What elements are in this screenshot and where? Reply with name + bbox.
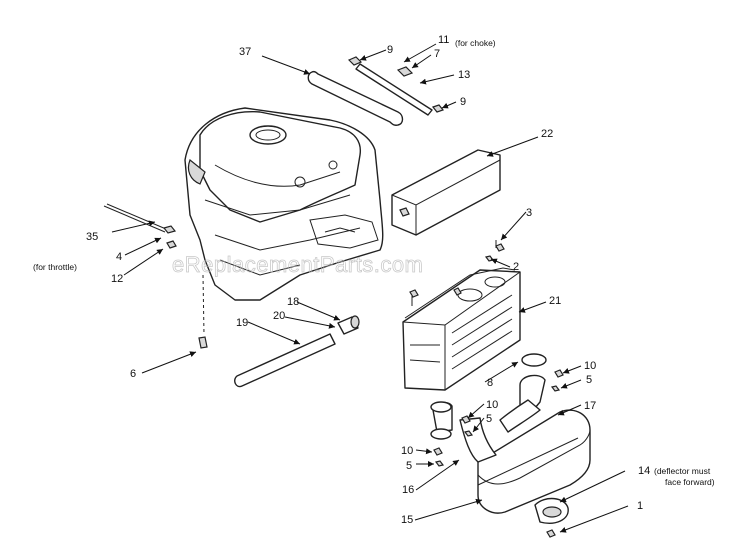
callout-5-middle: 5 — [486, 413, 492, 425]
callout-10-right: 10 — [584, 360, 596, 372]
callout-7: 7 — [434, 48, 440, 60]
callout-15: 15 — [401, 514, 413, 526]
callout-35: 35 — [86, 231, 98, 243]
callout-labels: 37 9 11 (for choke) 7 13 9 22 3 2 21 35 … — [33, 34, 715, 526]
callout-11: 11 — [438, 34, 449, 46]
callout-17: 17 — [584, 400, 596, 412]
leader-lines — [111, 43, 629, 533]
callout-20: 20 — [273, 310, 285, 322]
callout-11-note: (for choke) — [455, 38, 496, 48]
callout-22: 22 — [541, 128, 553, 140]
callout-16: 16 — [402, 484, 414, 496]
callout-3: 3 — [526, 207, 532, 219]
callout-9-lower: 9 — [460, 96, 466, 108]
small-fittings-top — [347, 56, 445, 113]
callout-2: 2 — [513, 261, 519, 273]
deflector-14 — [534, 497, 569, 524]
callout-19: 19 — [236, 317, 248, 329]
callout-21: 21 — [549, 295, 561, 307]
fasteners — [409, 240, 564, 538]
callout-12: 12 — [111, 273, 123, 285]
panel-22 — [391, 149, 501, 236]
callout-5-left: 5 — [406, 460, 412, 472]
muffler-15 — [430, 353, 591, 514]
callout-14-note-line2: face forward) — [665, 477, 715, 487]
callout-1: 1 — [637, 500, 643, 512]
callout-14-note-line1: (deflector must — [654, 466, 711, 476]
callout-8: 8 — [487, 377, 493, 389]
tube-37 — [307, 70, 404, 126]
rod-13 — [355, 63, 433, 116]
callout-5-right: 5 — [586, 374, 592, 386]
callout-18: 18 — [287, 296, 299, 308]
throttle-cable-35 — [103, 203, 208, 349]
engine-assembly — [184, 107, 384, 301]
callout-6: 6 — [130, 368, 136, 380]
callout-4-note: (for throttle) — [33, 262, 77, 272]
callout-10-middle: 10 — [486, 399, 498, 411]
callout-14: 14 — [638, 465, 650, 477]
watermark-text: eReplacementParts.com — [172, 252, 423, 277]
fitting-18-20 — [337, 315, 360, 335]
callout-13: 13 — [458, 69, 470, 81]
callout-10-left: 10 — [401, 445, 413, 457]
heat-shield-21 — [402, 267, 521, 391]
callout-9-top: 9 — [387, 44, 393, 56]
callout-4: 4 — [116, 251, 122, 263]
pipe-19 — [234, 333, 336, 388]
callout-37: 37 — [239, 46, 251, 58]
